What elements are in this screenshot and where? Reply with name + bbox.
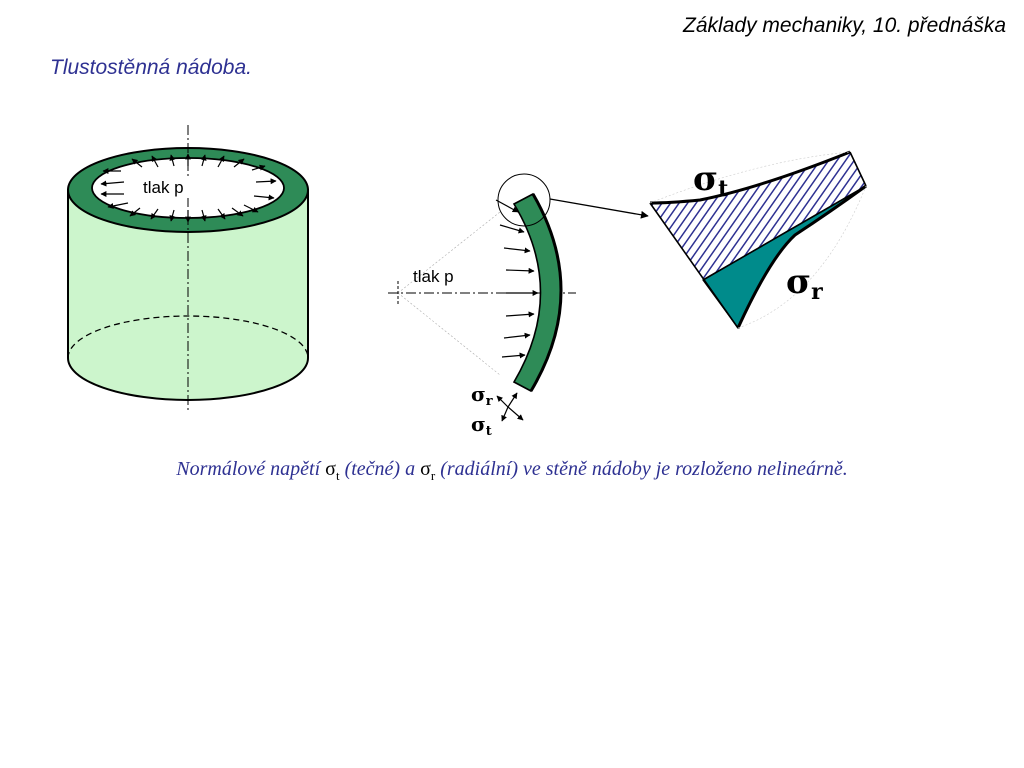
caption-sigma-r: σr <box>420 458 436 483</box>
slide-title: Tlustostěnná nádoba. <box>50 56 252 79</box>
wall-pressure-label: tlak p <box>413 267 454 286</box>
cylinder-pressure-label: tlak p <box>143 178 184 197</box>
header-title: Základy mechaniky, 10. přednáška <box>683 14 1006 37</box>
wall-sigma-r-label: σr <box>471 382 493 409</box>
plot-sigma-r-label: σr <box>786 262 823 305</box>
detail-leader-arrow <box>549 198 649 219</box>
sigma-r-curve <box>736 184 867 329</box>
plot-sigma-t-label: σt <box>693 159 729 202</box>
sigma-t-curve <box>649 150 851 205</box>
caption-part2: (tečné) a <box>339 458 421 480</box>
wall-section: tlak p σr σt <box>388 173 649 439</box>
caption-sigma-t: σt <box>325 458 340 483</box>
wall-sigma-t-label: σt <box>471 412 492 439</box>
wall-center-construction-lines <box>397 211 501 376</box>
stress-plot: σt σr <box>649 150 867 330</box>
stress-direction-arrows <box>496 392 524 422</box>
caption-part3: (radiální) ve stěně nádoby je rozloženo … <box>435 458 848 480</box>
stress-plot-outline <box>649 151 867 329</box>
wall-pressure-arrows <box>495 199 539 359</box>
stress-plot-construction-curve <box>649 151 867 329</box>
caption: Normálové napětí σt (tečné) a σr (radiál… <box>0 458 1024 484</box>
cylinder-bottom-hidden-edge <box>67 315 309 359</box>
caption-part1: Normálové napětí <box>176 458 326 480</box>
wall-outer-edge <box>529 193 563 392</box>
cylinder-pressure-arrows <box>100 153 277 223</box>
sigma-t-hatched-region <box>650 152 866 328</box>
detail-circle <box>497 173 551 227</box>
cylinder: tlak p <box>67 125 309 412</box>
